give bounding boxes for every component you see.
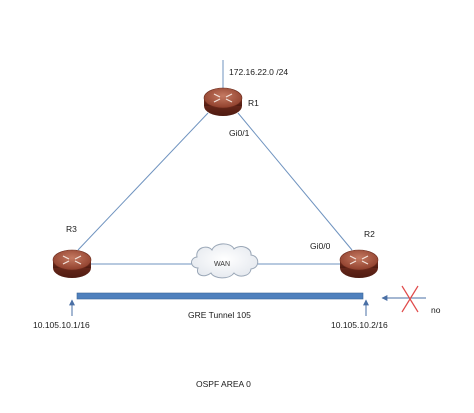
tunnel-label: GRE Tunnel 105 <box>188 310 251 320</box>
network-address-label: 172.16.22.0 /24 <box>229 67 288 77</box>
r3-ip-label: 10.105.10.1/16 <box>33 320 90 330</box>
gre-tunnel-bar <box>76 292 364 300</box>
no-label: no <box>431 305 441 315</box>
router-arrows-icon <box>349 255 369 265</box>
wan-cloud: WAN <box>191 243 259 279</box>
router-r3[interactable] <box>52 249 92 278</box>
r2-label: R2 <box>364 229 375 239</box>
router-arrows-icon <box>62 255 82 265</box>
router-r2[interactable] <box>339 249 379 278</box>
r3-label: R3 <box>66 224 77 234</box>
link-r1-r3 <box>77 112 209 251</box>
wan-label: WAN <box>214 261 230 268</box>
r2-ip-label: 10.105.10.2/16 <box>331 320 388 330</box>
area-label: OSPF AREA 0 <box>196 379 251 389</box>
link-r1-r2 <box>237 112 353 251</box>
links <box>77 60 353 265</box>
r1-label: R1 <box>248 98 259 108</box>
cross-mark-icon <box>401 285 419 313</box>
r2-interface-label: Gi0/0 <box>310 241 331 251</box>
router-arrows-icon <box>213 93 233 103</box>
router-r1[interactable] <box>203 87 243 116</box>
r1-interface-label: Gi0/1 <box>229 128 250 138</box>
